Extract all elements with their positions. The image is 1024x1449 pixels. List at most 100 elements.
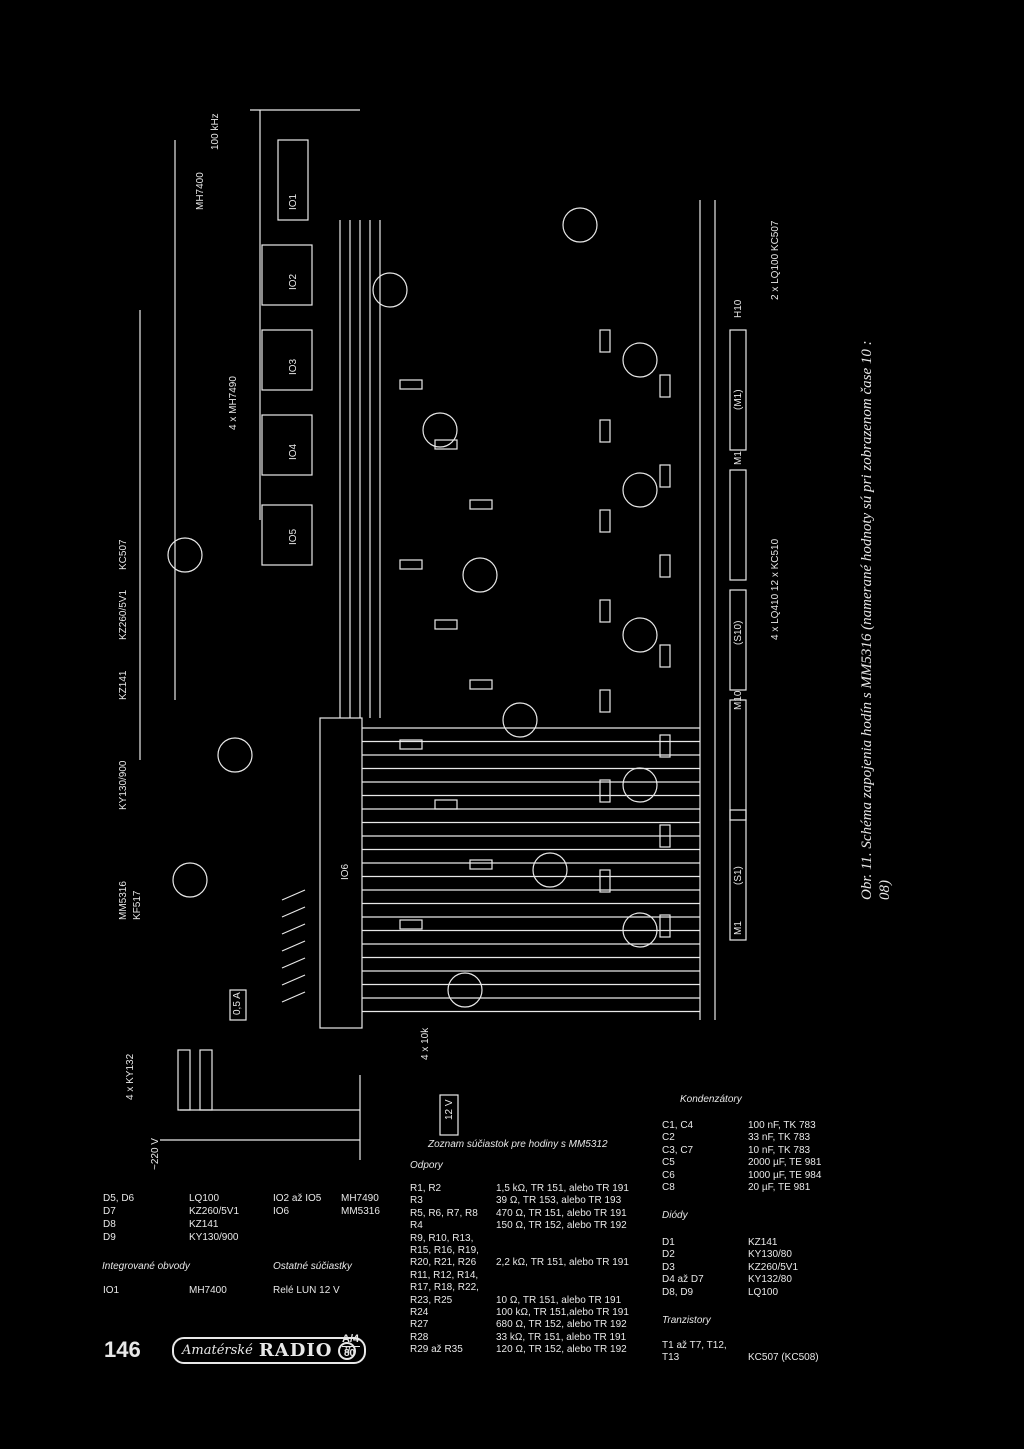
resistor — [469, 679, 493, 690]
ic-io1: IO1 — [288, 193, 299, 210]
list-row: R11, R12, R14, — [410, 1270, 650, 1282]
label-display-group-2: 4 x LQ410 12 x KC510 — [770, 538, 781, 640]
list-value: 2000 µF, TE 981 — [748, 1157, 822, 1169]
display-label-m1c: M1 — [733, 921, 744, 935]
list-value: 100 nF, TK 783 — [748, 1120, 816, 1131]
left-list-value: KY130/900 — [189, 1232, 239, 1243]
resistor — [599, 779, 611, 803]
counter-box-3 — [261, 329, 313, 391]
ic-heading: Integrované obvody — [102, 1261, 190, 1272]
label-top-left-parts: MM5316 — [118, 881, 130, 920]
list-row: C1, C4 100 nF, TK 783 — [662, 1120, 902, 1132]
transistor-2 — [462, 557, 498, 593]
resistors-heading: Odpory — [410, 1160, 443, 1171]
list-value: LQ100 — [748, 1286, 779, 1298]
list-value: 33 kΩ, TR 151, alebo TR 191 — [496, 1331, 627, 1343]
transistor-8 — [622, 617, 658, 653]
transistor-6 — [622, 342, 658, 378]
label-mains: ~220 V — [150, 1138, 161, 1170]
list-key: C6 — [662, 1169, 675, 1181]
resistor — [599, 509, 611, 533]
transistor-0 — [372, 272, 408, 308]
label-counters: 4 x MH7490 — [228, 376, 239, 430]
logo-badge: II — [338, 1341, 357, 1360]
list-key: R3 — [410, 1195, 423, 1207]
transistor-9 — [622, 767, 658, 803]
list-key: R15, R16, R19, — [410, 1244, 479, 1256]
logo-radio-text: RADIO — [258, 1340, 333, 1361]
issue-year: 80 — [344, 1348, 356, 1359]
list-value: 39 Ω, TR 153, alebo TR 193 — [496, 1195, 622, 1207]
label-freq: 100 kHz — [210, 113, 221, 150]
list-key: R29 až R35 — [410, 1344, 463, 1356]
transistor-7 — [622, 472, 658, 508]
list-key: C1, C4 — [662, 1120, 694, 1131]
list-value: 150 Ω, TR 152, alebo TR 192 — [496, 1220, 627, 1232]
transistor-11 — [172, 862, 208, 898]
ic-io4: IO4 — [288, 443, 299, 460]
transistors-heading: Tranzistory — [662, 1315, 711, 1326]
resistor — [659, 374, 671, 398]
transistor-5 — [447, 972, 483, 1008]
display-label-m1b: M1 — [733, 451, 744, 465]
list-value: KZ141 — [748, 1237, 778, 1248]
list-row: R15, R16, R19, — [410, 1245, 650, 1257]
display-label-m10: M10 — [733, 690, 744, 710]
transistor-1 — [422, 412, 458, 448]
logo-left-text: Amatérské — [182, 1343, 253, 1358]
diodes-heading: Diódy — [662, 1210, 688, 1221]
left-list-key: D7 — [103, 1206, 116, 1217]
magazine-logo: Amatérské RADIO II — [172, 1337, 367, 1364]
list-row: T1 až T7, T12, — [662, 1340, 902, 1352]
switch — [281, 923, 306, 935]
list-key: C3, C7 — [662, 1144, 694, 1156]
display-bar-1 — [729, 469, 747, 581]
left-list-value: LQ100 — [189, 1193, 220, 1204]
list-value: 100 kΩ, TR 151,alebo TR 191 — [496, 1306, 629, 1318]
list-key: R1, R2 — [410, 1183, 442, 1194]
list-key: R4 — [410, 1220, 423, 1232]
list-key: R24 — [410, 1306, 429, 1318]
list-value: 20 µF, TE 981 — [748, 1181, 811, 1193]
list-key: R9, R10, R13, — [410, 1232, 474, 1244]
fuse-box — [229, 989, 247, 1021]
resistor — [399, 559, 423, 570]
resistor — [599, 599, 611, 623]
transformer-coil — [199, 1049, 213, 1111]
switch — [281, 940, 306, 952]
transistor-13 — [167, 537, 203, 573]
counter-box-5 — [261, 504, 313, 566]
ic-io6-box — [319, 717, 363, 1029]
resistor — [659, 914, 671, 938]
resistor — [659, 824, 671, 848]
ic-io3: IO3 — [288, 358, 299, 375]
list-key: T1 až T7, T12, — [662, 1340, 727, 1351]
resistor — [399, 739, 423, 750]
list-row: R24 100 kΩ, TR 151,alebo TR 191 — [410, 1307, 650, 1319]
resistor — [599, 869, 611, 893]
label-supply-diodes: 4 x KY132 — [125, 1053, 136, 1100]
list-value: 33 nF, TK 783 — [748, 1132, 811, 1144]
left-list-key: D5, D6 — [103, 1193, 135, 1204]
display-bar-4 — [729, 809, 747, 941]
label-display-group-1: 2 x LQ100 KC507 — [770, 220, 781, 301]
list-key: D4 až D7 — [662, 1274, 704, 1286]
list-value: 1,5 kΩ, TR 151, alebo TR 191 — [496, 1183, 629, 1194]
list-key: C5 — [662, 1157, 675, 1169]
switch — [281, 906, 306, 918]
label-kf517: KF517 — [132, 890, 143, 920]
